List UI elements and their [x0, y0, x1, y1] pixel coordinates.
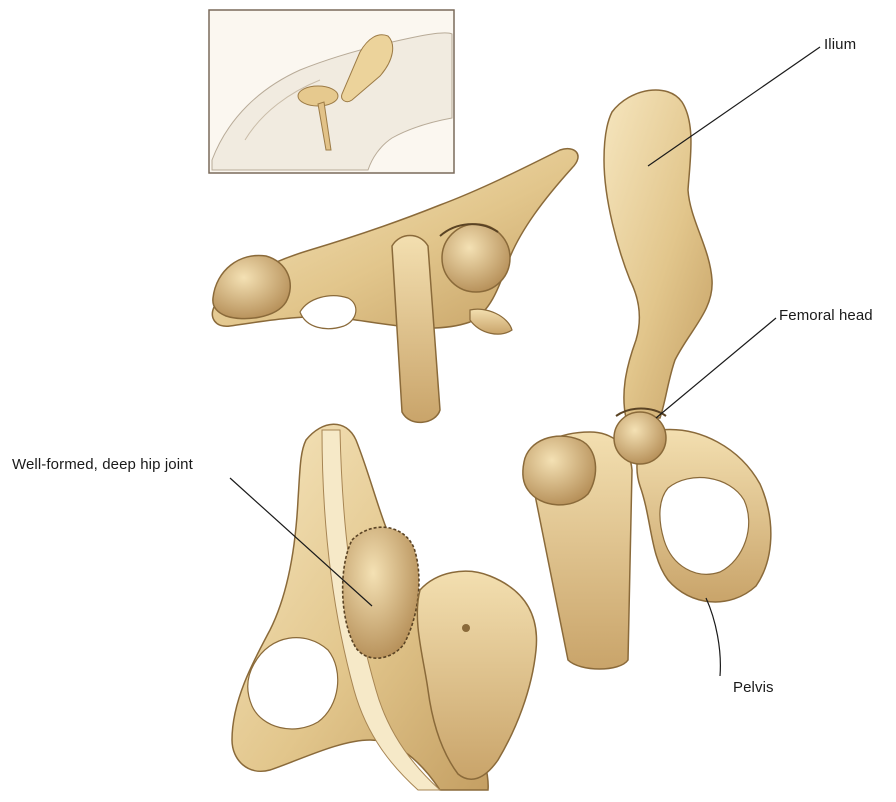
deep-acetabulum	[343, 527, 419, 658]
right-ilium-wing	[604, 90, 712, 418]
well-formed-hip-joint-label: Well-formed, deep hip joint	[12, 456, 193, 473]
right-femoral-head	[614, 412, 666, 464]
inset-dog-view	[209, 10, 454, 173]
lateral-femoral-head	[442, 224, 510, 292]
lateral-hip-view	[212, 149, 578, 423]
ilium-label: Ilium	[824, 36, 856, 53]
inset-hip	[298, 86, 338, 106]
fovea-mark	[462, 624, 470, 632]
greater-trochanter	[523, 436, 596, 505]
femoral-head-label: Femoral head	[779, 307, 873, 324]
ischial-tuberosity	[213, 255, 290, 318]
pelvis-label: Pelvis	[733, 679, 774, 696]
leader-pelvis	[706, 598, 720, 676]
lesser-trochanter	[470, 309, 512, 334]
ventral-hip-view	[232, 424, 537, 790]
